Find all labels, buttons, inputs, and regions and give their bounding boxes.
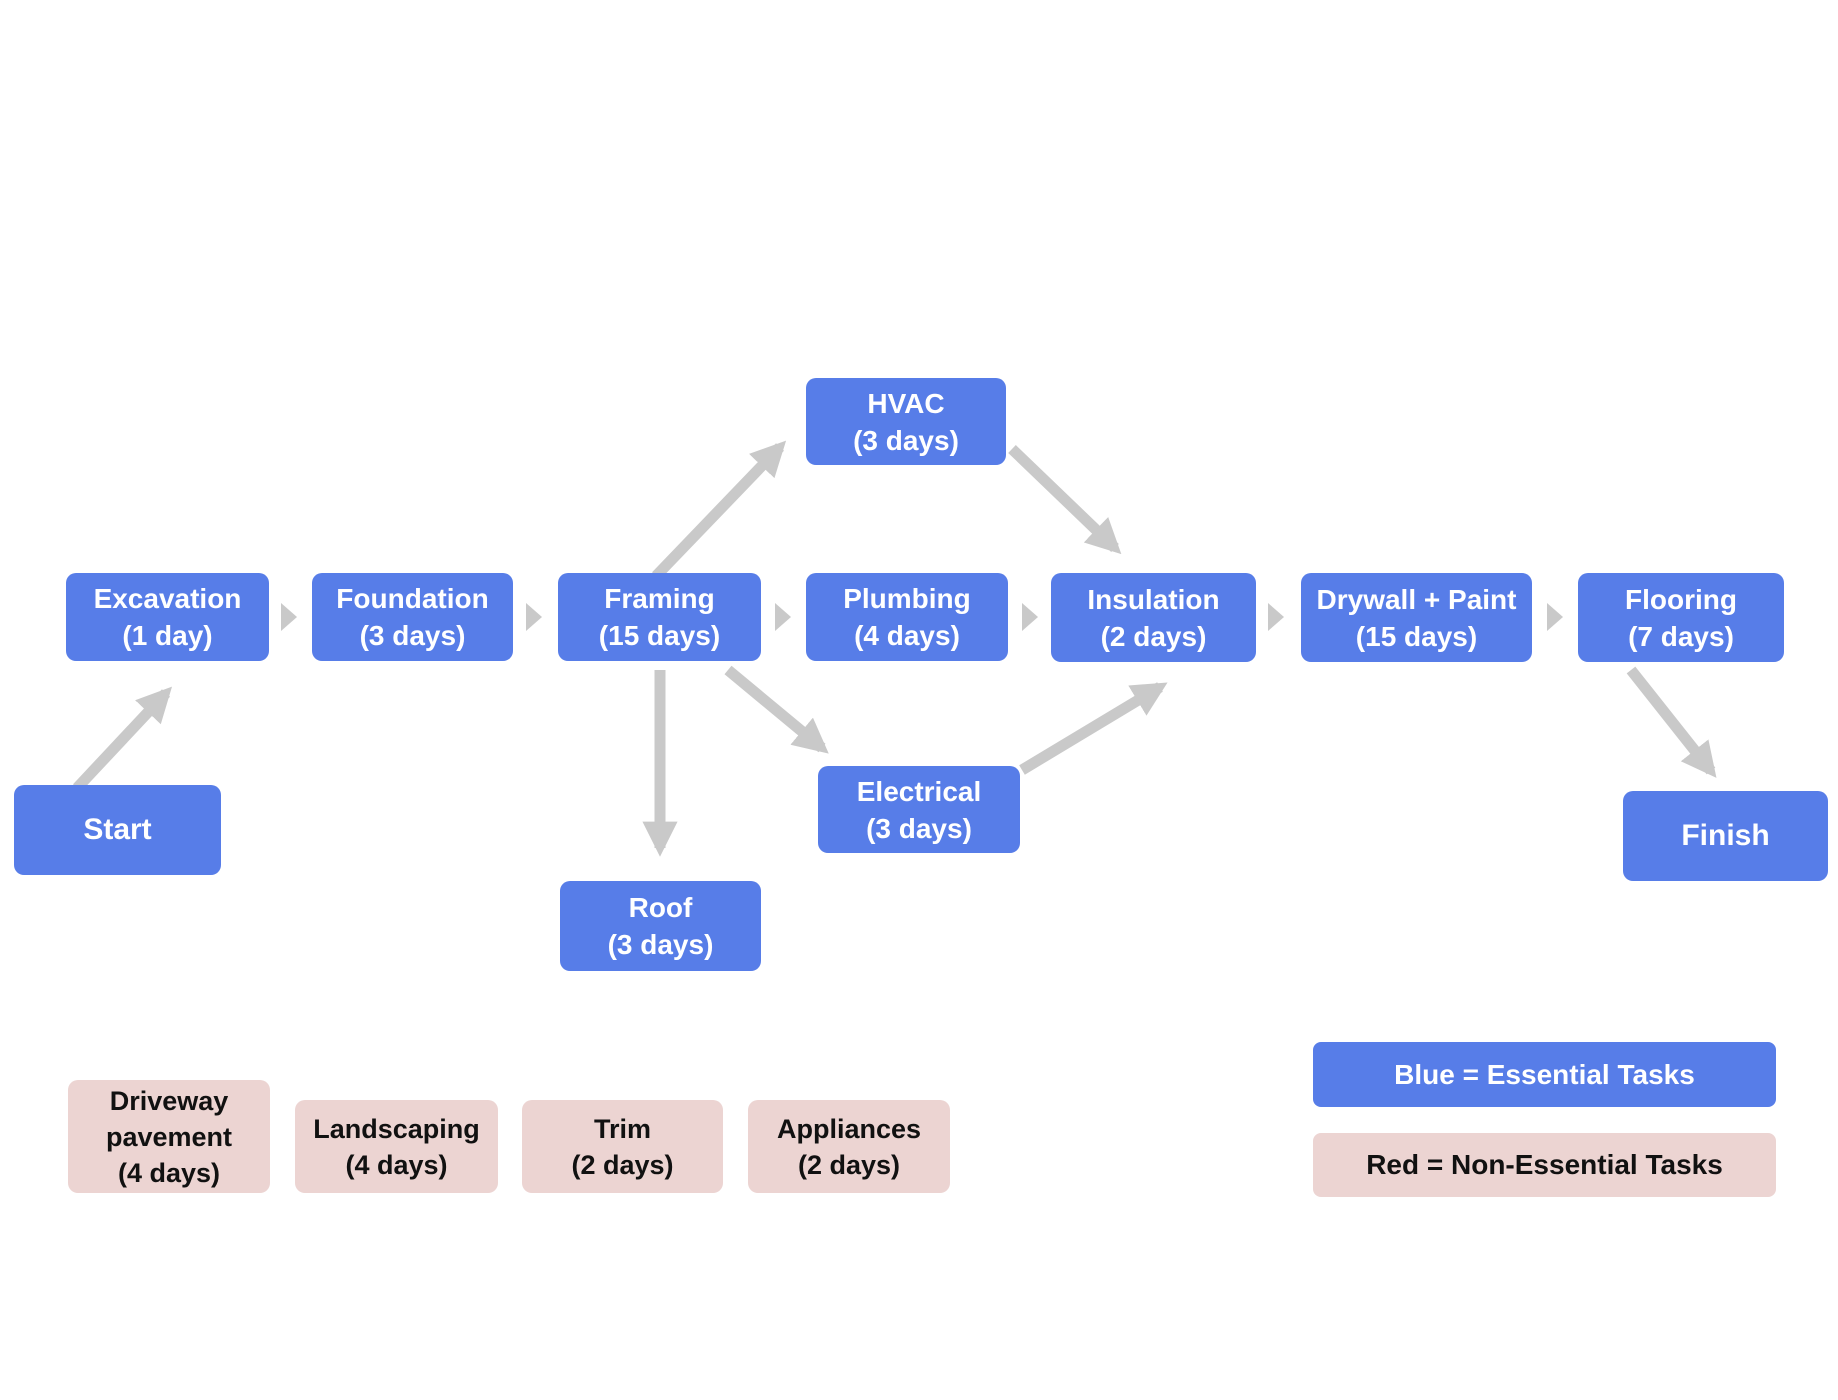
node-plumbing: Plumbing (4 days)	[806, 573, 1008, 661]
node-drywall-paint: Drywall + Paint (15 days)	[1301, 573, 1532, 662]
node-duration: (15 days)	[598, 620, 721, 651]
legend-essential-label: Blue = Essential Tasks	[1394, 1058, 1695, 1090]
node-duration: (2 days)	[1100, 620, 1207, 652]
legend-non-essential: Red = Non-Essential Tasks	[1313, 1133, 1776, 1197]
node-excavation: Excavation (1 day)	[66, 573, 269, 661]
node-insulation: Insulation (2 days)	[1051, 573, 1256, 662]
node-label: Drywall + Paint	[1316, 583, 1517, 615]
node-duration: (1 day)	[122, 620, 213, 651]
node-label: Trim	[593, 1113, 652, 1144]
node-duration: (3 days)	[866, 812, 972, 844]
node-finish: Finish	[1623, 791, 1828, 881]
node-duration: (3 days)	[607, 929, 714, 960]
node-trim: Trim (2 days)	[522, 1100, 723, 1193]
node-duration: (4 days)	[345, 1149, 448, 1180]
node-roof: Roof (3 days)	[560, 881, 761, 971]
node-foundation: Foundation (3 days)	[312, 573, 513, 661]
node-label: Electrical	[856, 775, 982, 807]
node-label: Plumbing	[843, 583, 971, 614]
arrow-framing-to-electrical	[724, 665, 829, 754]
node-label: Landscaping	[313, 1113, 480, 1144]
node-label: Roof	[628, 892, 693, 923]
node-duration: (2 days)	[797, 1149, 901, 1180]
node-label: Finish	[1681, 819, 1770, 852]
chevron-plumbing-insulation	[1022, 603, 1038, 631]
chevron-framing-plumbing	[775, 603, 791, 631]
node-duration: (2 days)	[571, 1149, 674, 1180]
node-label: Appliances	[776, 1113, 922, 1144]
legend-essential: Blue = Essential Tasks	[1313, 1042, 1776, 1107]
arrow-start-to-excavation	[72, 686, 173, 792]
node-label: Foundation	[336, 583, 489, 614]
node-landscaping: Landscaping (4 days)	[295, 1100, 498, 1193]
node-framing: Framing (15 days)	[558, 573, 761, 661]
node-electrical: Electrical (3 days)	[818, 766, 1020, 853]
chevron-drywall-flooring	[1547, 603, 1563, 631]
chevron-excavation-foundation	[281, 603, 297, 631]
arrow-electrical-to-insulation	[1019, 682, 1168, 775]
node-label: Start	[83, 813, 152, 846]
node-duration: (7 days)	[1628, 620, 1734, 652]
node-label: Flooring	[1625, 583, 1737, 615]
legend-non-essential-label: Red = Non-Essential Tasks	[1366, 1149, 1723, 1180]
node-label: Insulation	[1087, 583, 1220, 615]
node-hvac: HVAC (3 days)	[806, 378, 1006, 465]
node-appliances: Appliances (2 days)	[748, 1100, 950, 1193]
node-duration: (3 days)	[853, 424, 959, 456]
arrow-flooring-to-finish	[1626, 666, 1717, 778]
node-label: Driveway pavement	[105, 1085, 233, 1152]
chevron-insulation-drywall	[1268, 603, 1284, 631]
arrow-framing-to-hvac	[652, 440, 787, 580]
node-label: Excavation	[93, 583, 242, 614]
node-duration: (4 days)	[117, 1157, 221, 1188]
arrow-hvac-to-insulation	[1008, 445, 1122, 555]
chevron-foundation-framing	[526, 603, 542, 631]
node-label: HVAC	[867, 387, 945, 419]
node-start: Start	[14, 785, 221, 875]
node-duration: (4 days)	[854, 620, 960, 651]
node-duration: (3 days)	[359, 620, 466, 651]
node-duration: (15 days)	[1355, 620, 1478, 652]
node-label: Framing	[604, 583, 715, 614]
node-driveway-pavement: Driveway pavement (4 days)	[68, 1080, 270, 1193]
node-flooring: Flooring (7 days)	[1578, 573, 1784, 662]
